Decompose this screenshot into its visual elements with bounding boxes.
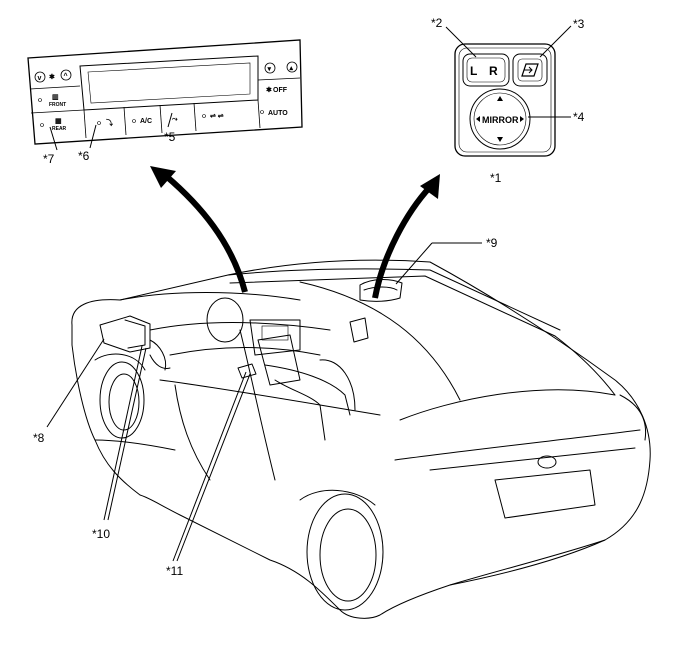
callout-7: *7 bbox=[43, 152, 55, 166]
air-inlet-icon[interactable]: ⇌ ⇌ bbox=[210, 112, 224, 120]
arrow-to-ac-panel bbox=[150, 166, 248, 293]
callout-11: *11 bbox=[166, 564, 183, 578]
off-button[interactable]: OFF bbox=[273, 87, 288, 94]
fan-up-icon[interactable]: ^ bbox=[64, 72, 68, 80]
callout-5: *5 bbox=[164, 130, 176, 144]
fan-down-icon[interactable]: v bbox=[38, 75, 42, 82]
callout-6: *6 bbox=[78, 149, 90, 163]
callout-10: *10 bbox=[92, 527, 110, 541]
temp-up-icon[interactable]: ▴ bbox=[289, 65, 294, 72]
callout-9: *9 bbox=[486, 236, 498, 250]
callout-3: *3 bbox=[573, 17, 585, 31]
callout-4: *4 bbox=[573, 110, 585, 124]
mirror-switch: L R MIRROR bbox=[454, 43, 556, 157]
arrow-down-icon[interactable] bbox=[497, 137, 503, 142]
arrow-up-icon[interactable] bbox=[497, 96, 503, 101]
callout-8: *8 bbox=[33, 431, 45, 445]
arrow-right-icon[interactable] bbox=[520, 116, 524, 122]
fan-off-icon: ✱ bbox=[266, 86, 272, 94]
air-mode-icon[interactable]: ⤵ bbox=[106, 118, 114, 127]
vehicle-illustration bbox=[71, 259, 651, 619]
temp-down-icon[interactable]: ▾ bbox=[267, 66, 272, 73]
arrow-left-icon[interactable] bbox=[476, 116, 480, 122]
rear-defrost-icon: ▦ bbox=[55, 118, 62, 125]
callout-2: *2 bbox=[431, 16, 443, 30]
mirror-select-left[interactable]: L bbox=[470, 64, 477, 78]
arrow-to-mirror-switch bbox=[372, 174, 440, 299]
air-outlet-icon[interactable]: ⤳ bbox=[171, 116, 178, 123]
fan-icon: ✱ bbox=[49, 73, 55, 81]
mirror-select-right[interactable]: R bbox=[489, 64, 498, 78]
auto-button[interactable]: AUTO bbox=[268, 110, 288, 117]
ac-control-panel: v ✱ ^ ▥ FRONT ▦ REAR ⤵ A/C ⤳ ⇌ ⇌ ▾ ▴ ✱ O… bbox=[27, 39, 303, 145]
mirror-adjust-pad[interactable]: MIRROR bbox=[482, 115, 519, 125]
front-defrost-icon: ▥ bbox=[52, 94, 59, 101]
mirror-retract-icon[interactable] bbox=[521, 63, 539, 77]
ac-button[interactable]: A/C bbox=[140, 118, 152, 125]
front-defrost-label[interactable]: FRONT bbox=[49, 102, 66, 108]
callout-1: *1 bbox=[490, 171, 502, 185]
rear-defrost-label[interactable]: REAR bbox=[52, 126, 67, 132]
